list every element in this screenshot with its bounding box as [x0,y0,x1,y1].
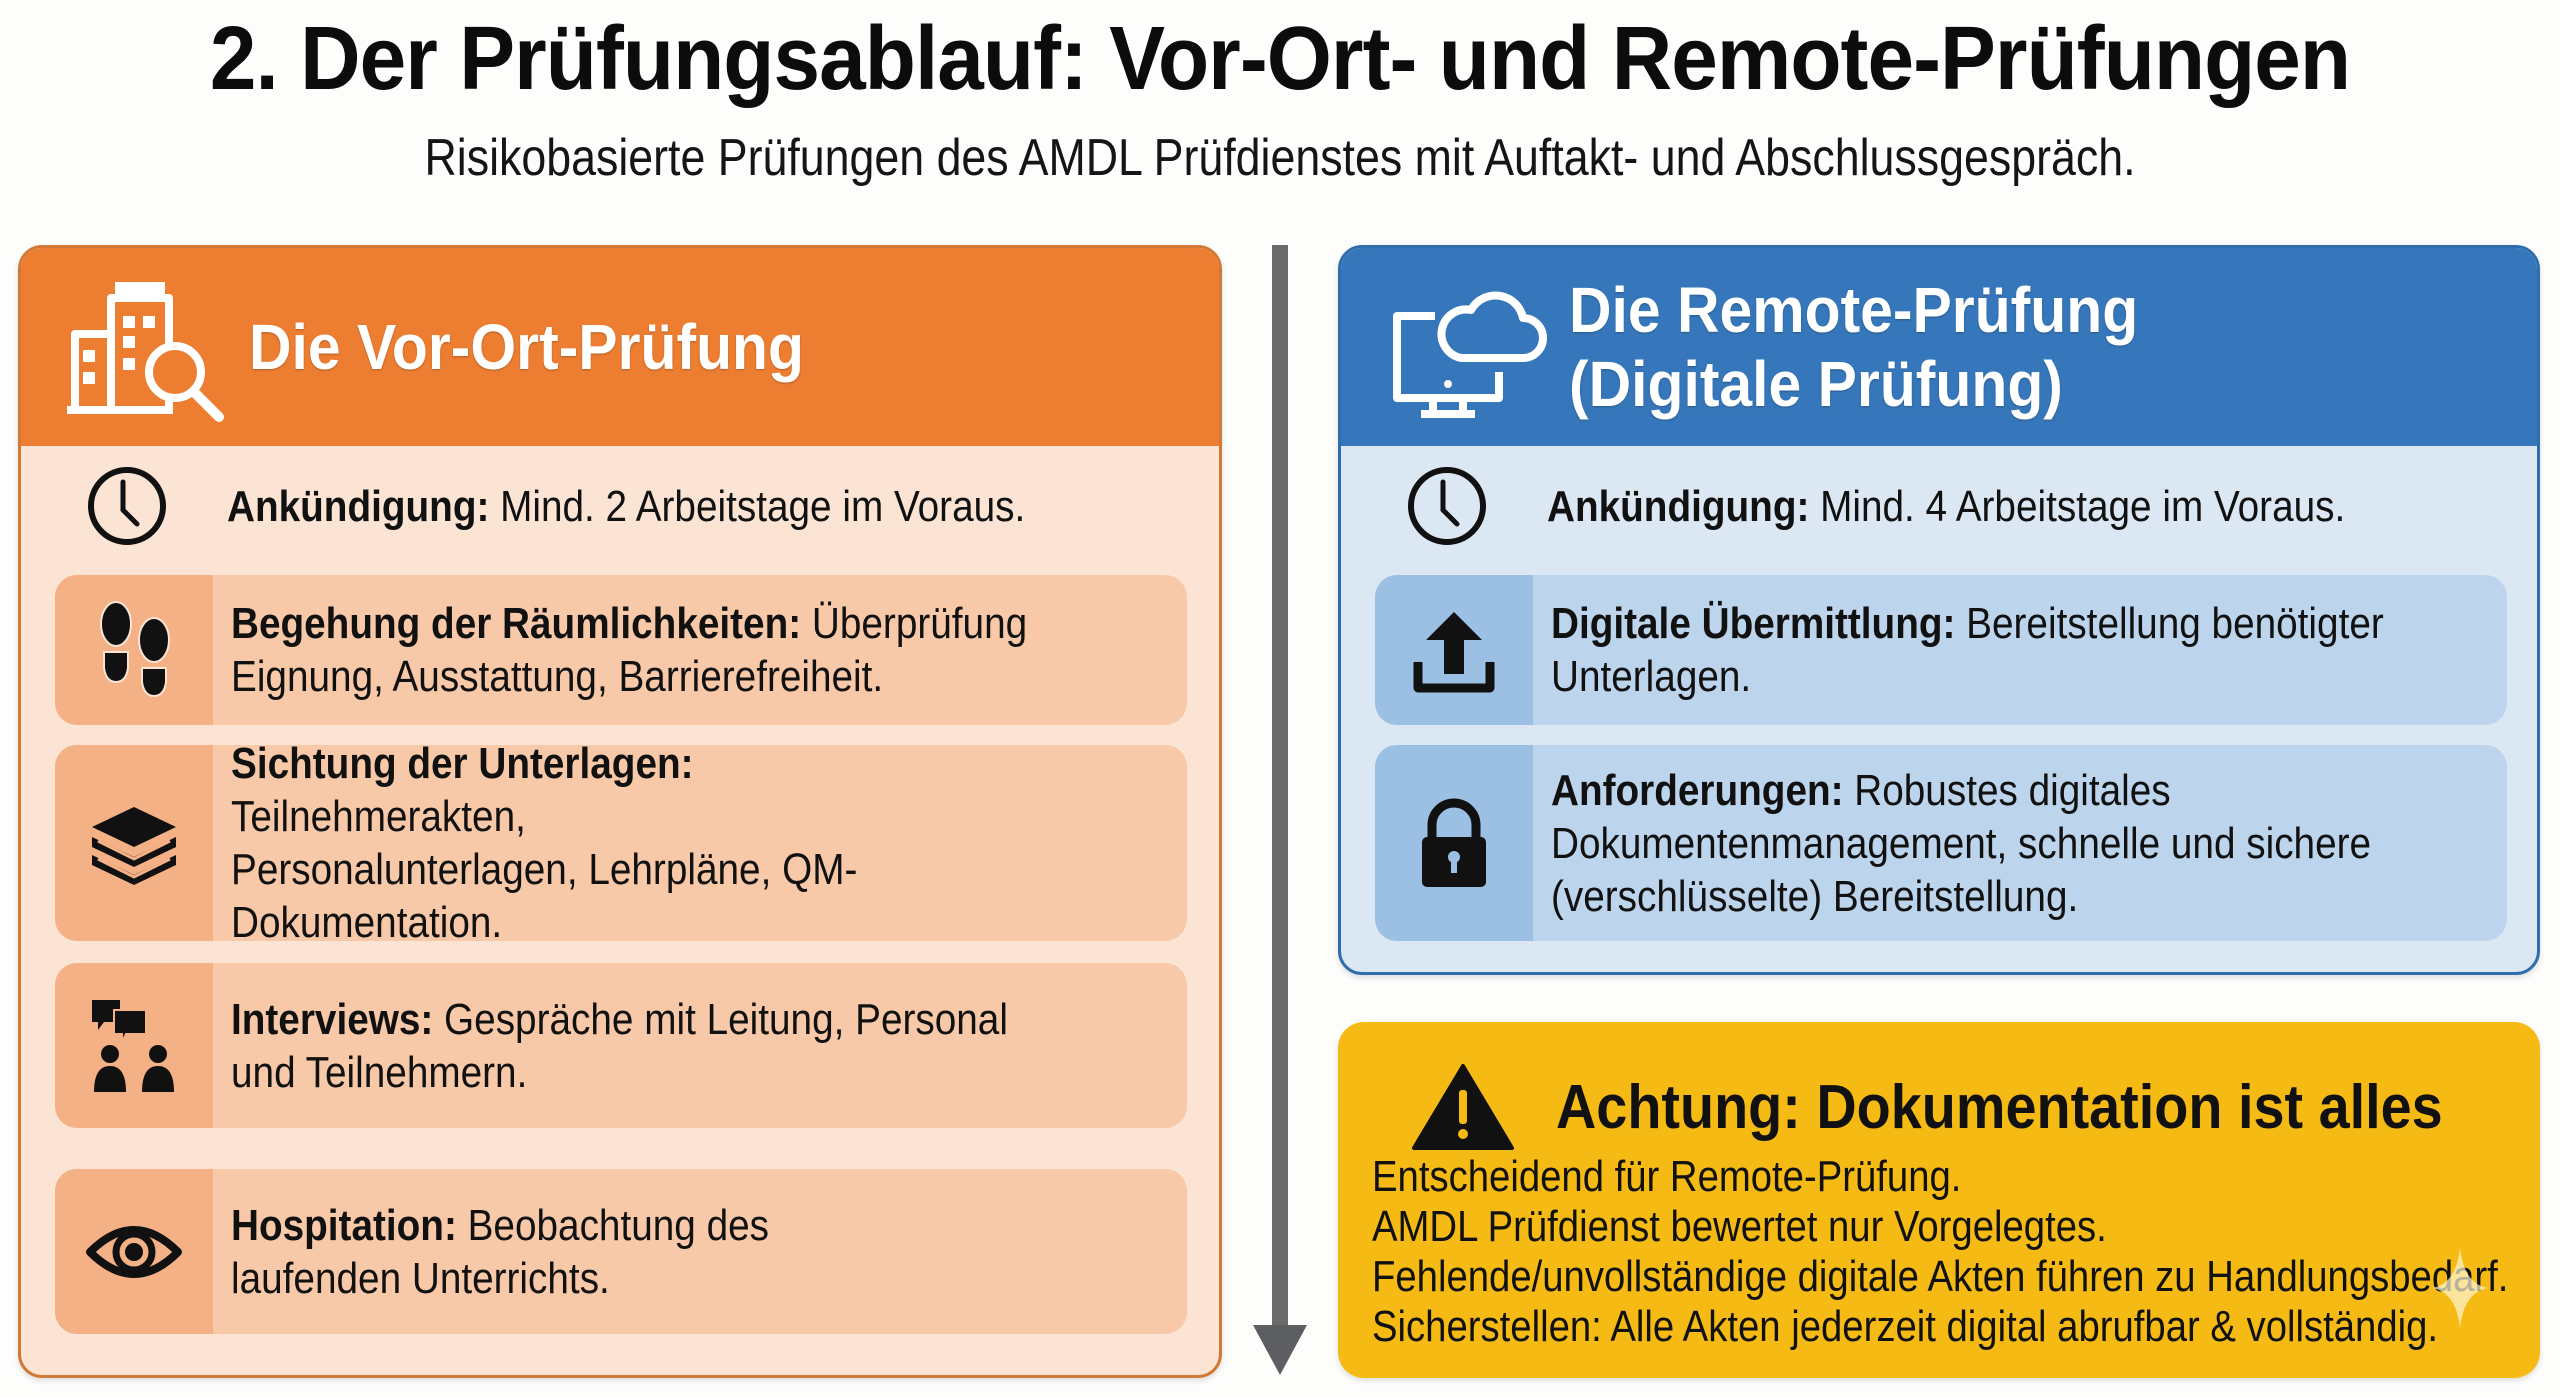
item-label: Hospitation: [231,1200,457,1250]
item-text: Gespräche mit Leitung, Personal und Teil… [231,994,1008,1097]
onsite-item-documents: Sichtung der Unterlagen: Teilnehmerakten… [55,745,1187,941]
remote-card-title: Die Remote-Prüfung [1569,274,2139,346]
warning-title: Achtung: Dokumentation ist alles [1556,1072,2443,1142]
item-text: Beobachtung des laufenden Unterrichts. [231,1200,770,1303]
clock-icon [1408,467,1486,545]
onsite-card-title: Die Vor-Ort-Prüfung [249,311,804,383]
onsite-audit-card: Die Vor-Ort-Prüfung Ankündigung: Mind. 2… [18,245,1222,1378]
remote-announcement: Ankündigung: Mind. 4 Arbeitstage im Vora… [1341,456,2537,556]
remote-audit-card: Die Remote-Prüfung (Digitale Prüfung) An… [1338,245,2540,975]
onsite-announcement: Ankündigung: Mind. 2 Arbeitstage im Vora… [21,456,1219,556]
item-label: Sichtung der Unterlagen: [231,745,694,788]
onsite-item-interviews: Interviews: Gespräche mit Leitung, Perso… [55,963,1187,1128]
announcement-text: Mind. 4 Arbeitstage im Voraus. [1809,481,2346,531]
item-text: Teilnehmerakten, Personalunterlagen, Leh… [231,792,858,941]
upload-icon [1413,612,1495,693]
documentation-warning-card: Achtung: Dokumentation ist alles Entsche… [1338,1022,2540,1378]
timeline-divider-line [1272,245,1288,1330]
onsite-item-hospitation: Hospitation: Beobachtung des laufenden U… [55,1169,1187,1334]
item-text: Überprüfung Eignung, Ausstattung, Barrie… [231,599,1028,701]
onsite-item-inspection: Begehung der Räumlichkeiten: Überprüfung… [55,575,1187,725]
building-search-icon [67,282,224,422]
item-label: Begehung der Räumlichkeiten: [231,599,802,648]
footprints-icon [100,601,170,698]
warning-triangle-icon [1412,1064,1514,1150]
sparkle-watermark-icon [2432,1248,2488,1328]
warning-line: Fehlende/unvollständige digitale Akten f… [1372,1252,2509,1301]
clock-icon [88,467,166,545]
remote-card-header: Die Remote-Prüfung (Digitale Prüfung) [1341,248,2537,446]
remote-card-subtitle: (Digitale Prüfung) [1569,348,2063,420]
item-text: Bereitstellung benötigter Unterlagen. [1551,599,2384,701]
item-label: Interviews: [231,994,434,1044]
warning-line: AMDL Prüfdienst bewertet nur Vorgelegtes… [1372,1202,2107,1251]
lock-icon [1422,798,1486,887]
announcement-label: Ankündigung: [1547,481,1810,531]
item-label: Anforderungen: [1551,765,1844,815]
warning-line: Sicherstellen: Alle Akten jederzeit digi… [1372,1302,2439,1351]
announcement-label: Ankündigung: [227,481,490,531]
item-label: Digitale Übermittlung: [1551,599,1956,648]
announcement-text: Mind. 2 Arbeitstage im Voraus. [489,481,1026,531]
monitor-cloud-icon [1393,291,1547,418]
arrow-down-icon [1253,1325,1307,1375]
onsite-card-header: Die Vor-Ort-Prüfung [21,248,1219,446]
item-text: Robustes digitales Dokumentenmanagement,… [1551,765,2372,921]
document-stack-icon [92,807,176,885]
page-subtitle: Risikobasierte Prüfungen des AMDL Prüfdi… [424,129,2136,187]
warning-line: Entscheidend für Remote-Prüfung. [1372,1152,1962,1201]
remote-item-transfer: Digitale Übermittlung: Bereitstellung be… [1375,575,2507,725]
warning-body: Entscheidend für Remote-Prüfung. AMDL Pr… [1372,1152,2540,1352]
interview-people-icon [92,999,174,1092]
page-title: 2. Der Prüfungsablauf: Vor-Ort- und Remo… [209,9,2351,109]
remote-item-requirements: Anforderungen: Robustes digitales Dokume… [1375,745,2507,941]
eye-icon [86,1225,182,1278]
